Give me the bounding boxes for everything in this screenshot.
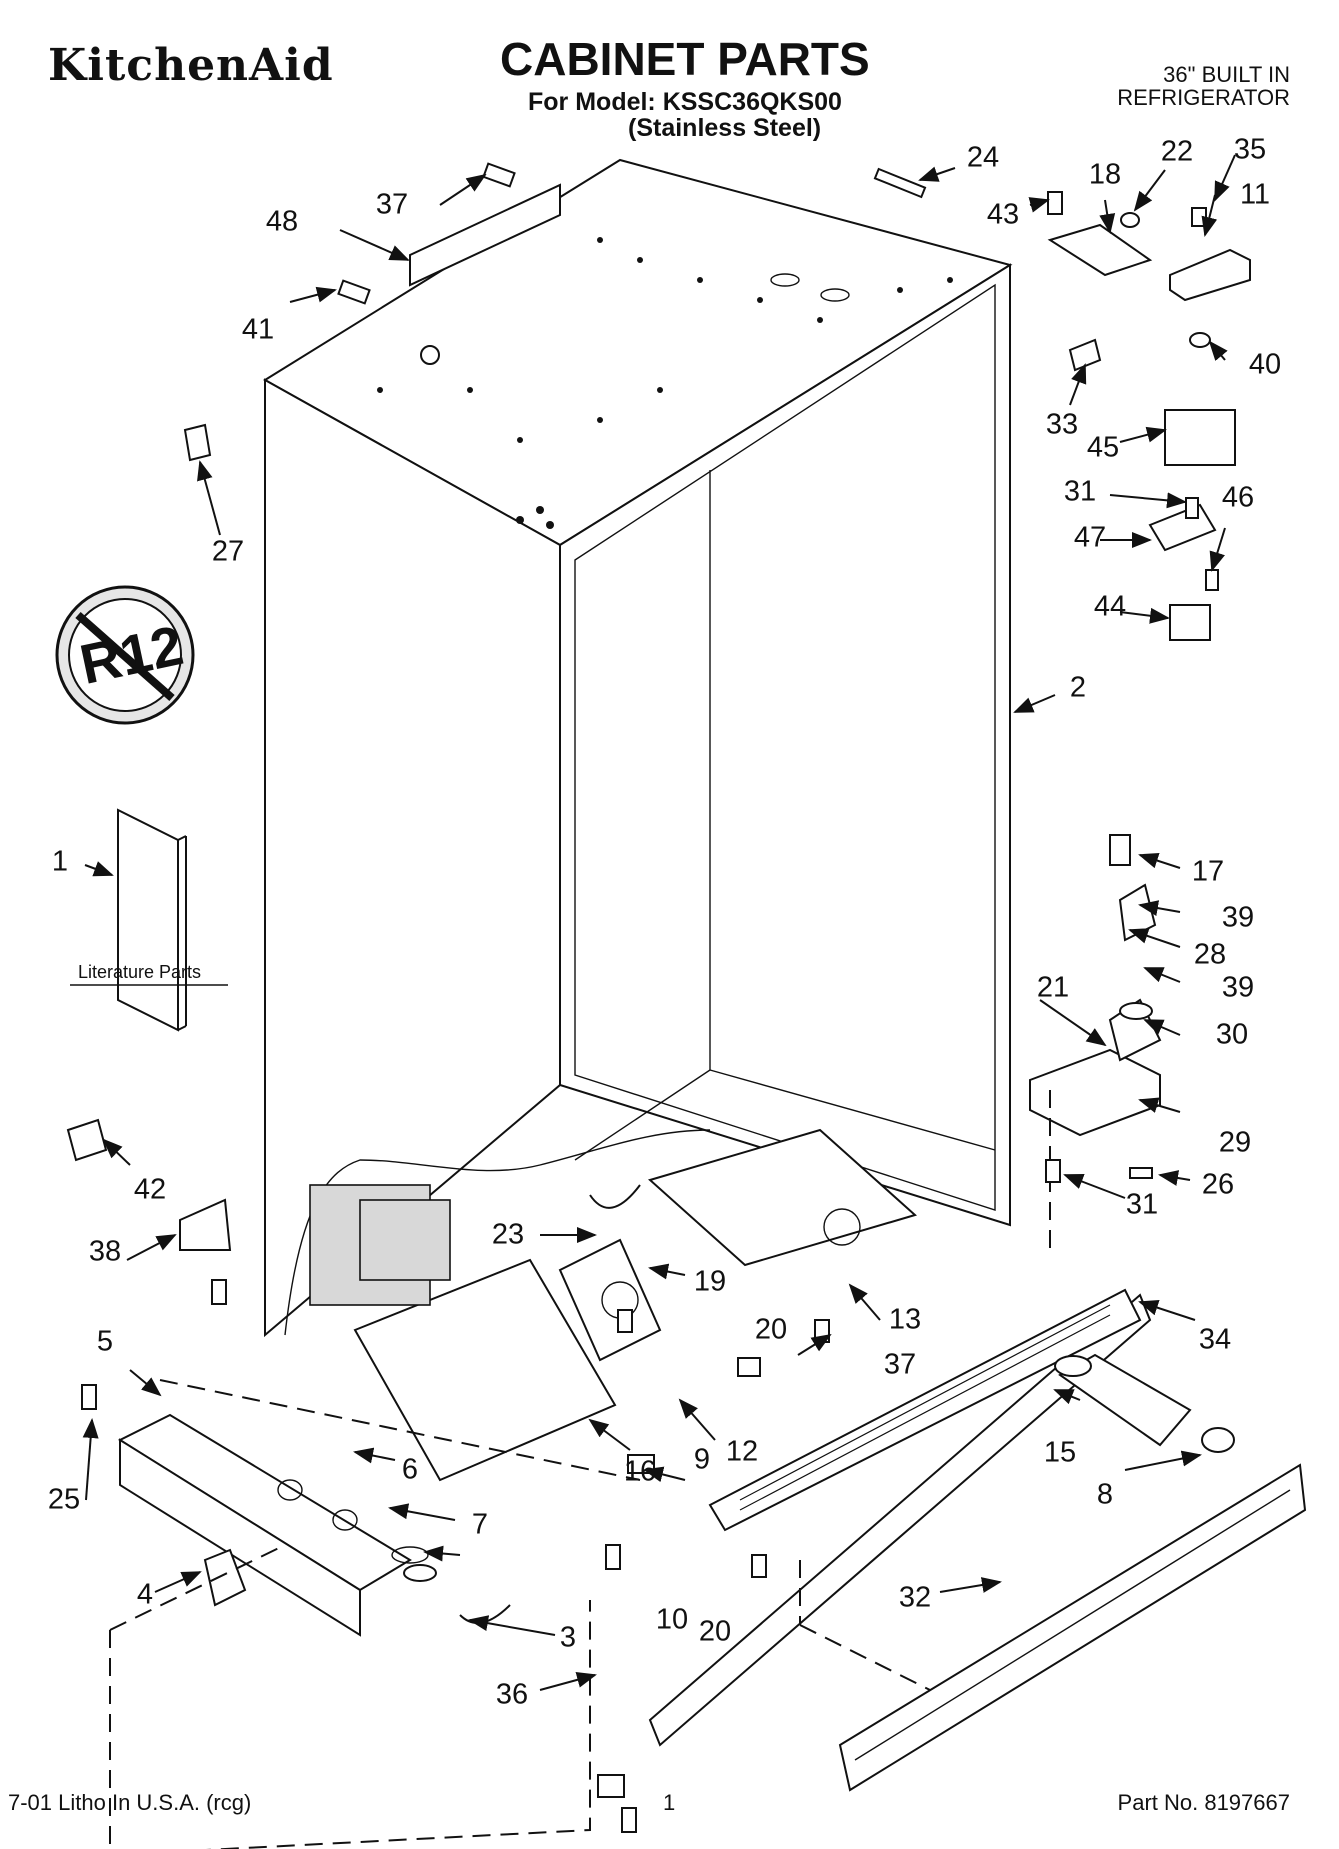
callout-9: 9 <box>693 1443 711 1476</box>
callout-38: 38 <box>88 1235 122 1268</box>
callout-44: 44 <box>1093 590 1127 623</box>
callout-35: 35 <box>1233 133 1267 166</box>
callout-39b: 39 <box>1221 971 1255 1004</box>
callout-6: 6 <box>401 1453 419 1486</box>
callout-8: 8 <box>1096 1478 1114 1511</box>
callout-45: 45 <box>1086 431 1120 464</box>
part-44-switch <box>1169 604 1211 641</box>
callout-20a: 20 <box>754 1313 788 1346</box>
callout-17: 17 <box>1191 855 1225 888</box>
hinge-assembly <box>1029 834 1162 1137</box>
callout-40: 40 <box>1248 348 1282 381</box>
callout-37a: 37 <box>375 188 409 221</box>
callout-33: 33 <box>1045 408 1079 441</box>
part-45-relay <box>1164 409 1236 466</box>
model-number: For Model: KSSC36QKS00 <box>528 88 842 116</box>
callout-5: 5 <box>96 1325 114 1358</box>
callout-37b: 37 <box>883 1348 917 1381</box>
part-4-roller <box>203 1548 247 1607</box>
callout-26: 26 <box>1201 1168 1235 1201</box>
machine-compartment <box>284 1128 918 1482</box>
part-34-grille <box>648 1293 1152 1747</box>
callout-47: 47 <box>1073 521 1107 554</box>
callout-28: 28 <box>1193 938 1227 971</box>
callout-18: 18 <box>1088 158 1122 191</box>
brand-logo: KitchenAid <box>48 40 334 91</box>
part-32-kickplate <box>838 1463 1307 1792</box>
callout-34: 34 <box>1198 1323 1232 1356</box>
callout-24: 24 <box>966 141 1000 174</box>
callout-13: 13 <box>888 1303 922 1336</box>
callout-27: 27 <box>211 535 245 568</box>
callout-20b: 20 <box>698 1615 732 1648</box>
callout-19: 19 <box>693 1265 727 1298</box>
callout-46: 46 <box>1221 481 1255 514</box>
literature-label: Literature Parts <box>78 962 202 982</box>
cabinet-shell <box>263 158 1013 1338</box>
part-47-bracket <box>1148 503 1217 552</box>
callout-1: 1 <box>51 845 69 878</box>
callout-42: 42 <box>133 1173 167 1206</box>
product-type-line1: 36" BUILT IN <box>1163 62 1290 87</box>
hardware-parts <box>66 162 1219 1833</box>
part-8-filter-cap <box>1201 1427 1235 1453</box>
callout-15: 15 <box>1043 1436 1077 1469</box>
callout-4: 4 <box>136 1578 154 1611</box>
leader-lines <box>82 154 1236 1691</box>
callout-43: 43 <box>986 198 1020 231</box>
callout-16: 16 <box>623 1455 657 1488</box>
callout-3: 3 <box>559 1621 577 1654</box>
callout-22: 22 <box>1160 135 1194 168</box>
page-title: CABINET PARTS <box>500 33 870 85</box>
part-number: Part No. 8197667 <box>1117 1790 1290 1815</box>
callout-31a: 31 <box>1063 475 1097 508</box>
callout-31b: 31 <box>1125 1188 1159 1221</box>
callout-36: 36 <box>495 1678 529 1711</box>
callout-10: 10 <box>655 1603 689 1636</box>
callout-11: 11 <box>1239 178 1271 211</box>
callout-25: 25 <box>47 1483 81 1516</box>
callout-30: 30 <box>1215 1018 1249 1051</box>
literature-booklet <box>117 808 179 1032</box>
callout-21: 21 <box>1036 971 1070 1004</box>
part-11-hinge-cover <box>1169 248 1251 302</box>
no-r12-icon <box>55 585 195 725</box>
finish-label: (Stainless Steel) <box>628 114 822 142</box>
callout-48: 48 <box>265 205 299 238</box>
part-18-hinge-plate <box>1047 223 1153 277</box>
litho-note: 7-01 Litho In U.S.A. (rcg) <box>8 1790 252 1815</box>
callout-12: 12 <box>725 1435 759 1468</box>
callout-29: 29 <box>1218 1126 1252 1159</box>
part-15-water-filter <box>1054 1353 1192 1447</box>
part-48-bracket <box>409 183 561 287</box>
callout-23: 23 <box>491 1218 525 1251</box>
callout-41: 41 <box>241 313 275 346</box>
callout-32: 32 <box>898 1581 932 1614</box>
callout-39a: 39 <box>1221 901 1255 934</box>
product-type-line2: REFRIGERATOR <box>1117 85 1290 110</box>
callout-2: 2 <box>1069 671 1087 704</box>
callout-7: 7 <box>471 1508 489 1541</box>
page-number: 1 <box>663 1790 676 1815</box>
